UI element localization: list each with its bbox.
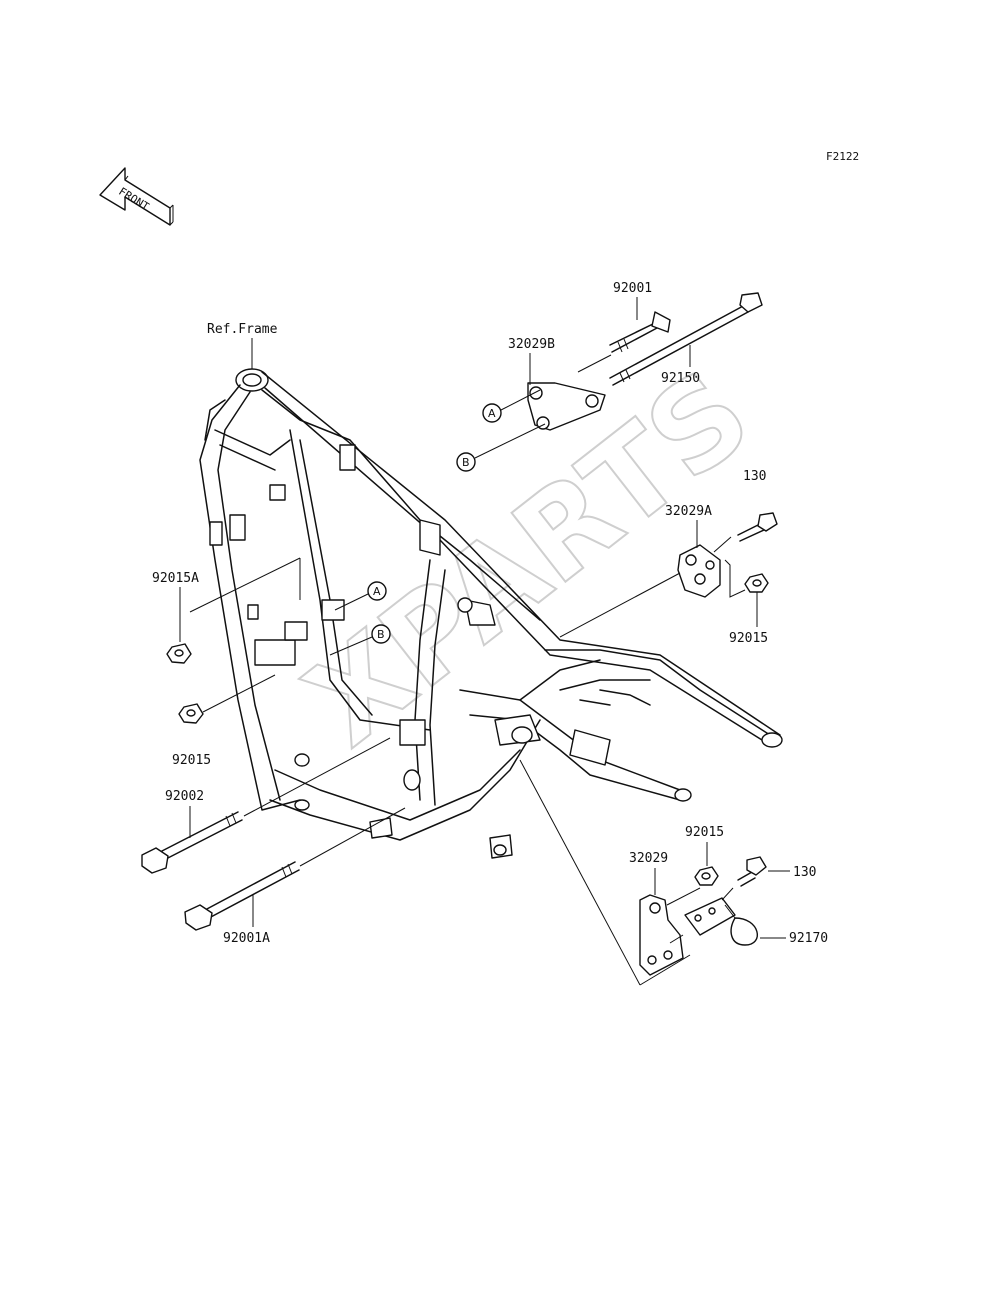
callout-b-top bbox=[456, 452, 476, 472]
svg-text:B: B bbox=[377, 628, 385, 641]
label-32029: 32029 bbox=[629, 851, 668, 866]
front-arrow-icon: FRONT bbox=[99, 167, 174, 226]
nut-92015-left bbox=[178, 703, 204, 724]
label-92001A: 92001A bbox=[223, 931, 270, 946]
label-92150: 92150 bbox=[661, 371, 700, 386]
label-92170: 92170 bbox=[789, 931, 828, 946]
bolt-92001A bbox=[184, 861, 300, 931]
label-92015-right: 92015 bbox=[729, 631, 768, 646]
clamp-92170 bbox=[724, 904, 758, 946]
callout-a-left bbox=[367, 581, 387, 601]
callout-a-top bbox=[482, 403, 502, 423]
bolt-92150 bbox=[609, 292, 763, 386]
label-92002: 92002 bbox=[165, 789, 204, 804]
bolt-130-bottom bbox=[737, 856, 767, 887]
label-130-bottom: 130 bbox=[793, 865, 816, 880]
nut-92015-bottom bbox=[694, 866, 719, 886]
ref-frame-label: Ref.Frame bbox=[207, 322, 278, 337]
bolt-130-top bbox=[737, 512, 778, 542]
bolt-92001 bbox=[609, 311, 671, 353]
svg-text:B: B bbox=[462, 456, 470, 469]
bracket-32029A bbox=[677, 544, 721, 598]
label-92015A: 92015A bbox=[152, 571, 199, 586]
svg-text:A: A bbox=[373, 585, 381, 598]
label-32029B: 32029B bbox=[508, 337, 555, 352]
nut-92015-right bbox=[744, 573, 769, 593]
plate-92170-mount bbox=[684, 897, 736, 936]
label-92015-left: 92015 bbox=[172, 753, 211, 768]
label-32029A: 32029A bbox=[665, 504, 712, 519]
label-130-top: 130 bbox=[743, 469, 766, 484]
label-92015-bottom: 92015 bbox=[685, 825, 724, 840]
label-92001: 92001 bbox=[613, 281, 652, 296]
callout-b-left bbox=[371, 624, 391, 644]
bolt-92002 bbox=[141, 811, 243, 874]
nut-92015A bbox=[166, 643, 192, 664]
bracket-32029 bbox=[639, 894, 684, 976]
svg-text:A: A bbox=[488, 407, 496, 420]
figure-code: F2122 bbox=[826, 150, 859, 163]
motorcycle-frame bbox=[199, 368, 783, 859]
